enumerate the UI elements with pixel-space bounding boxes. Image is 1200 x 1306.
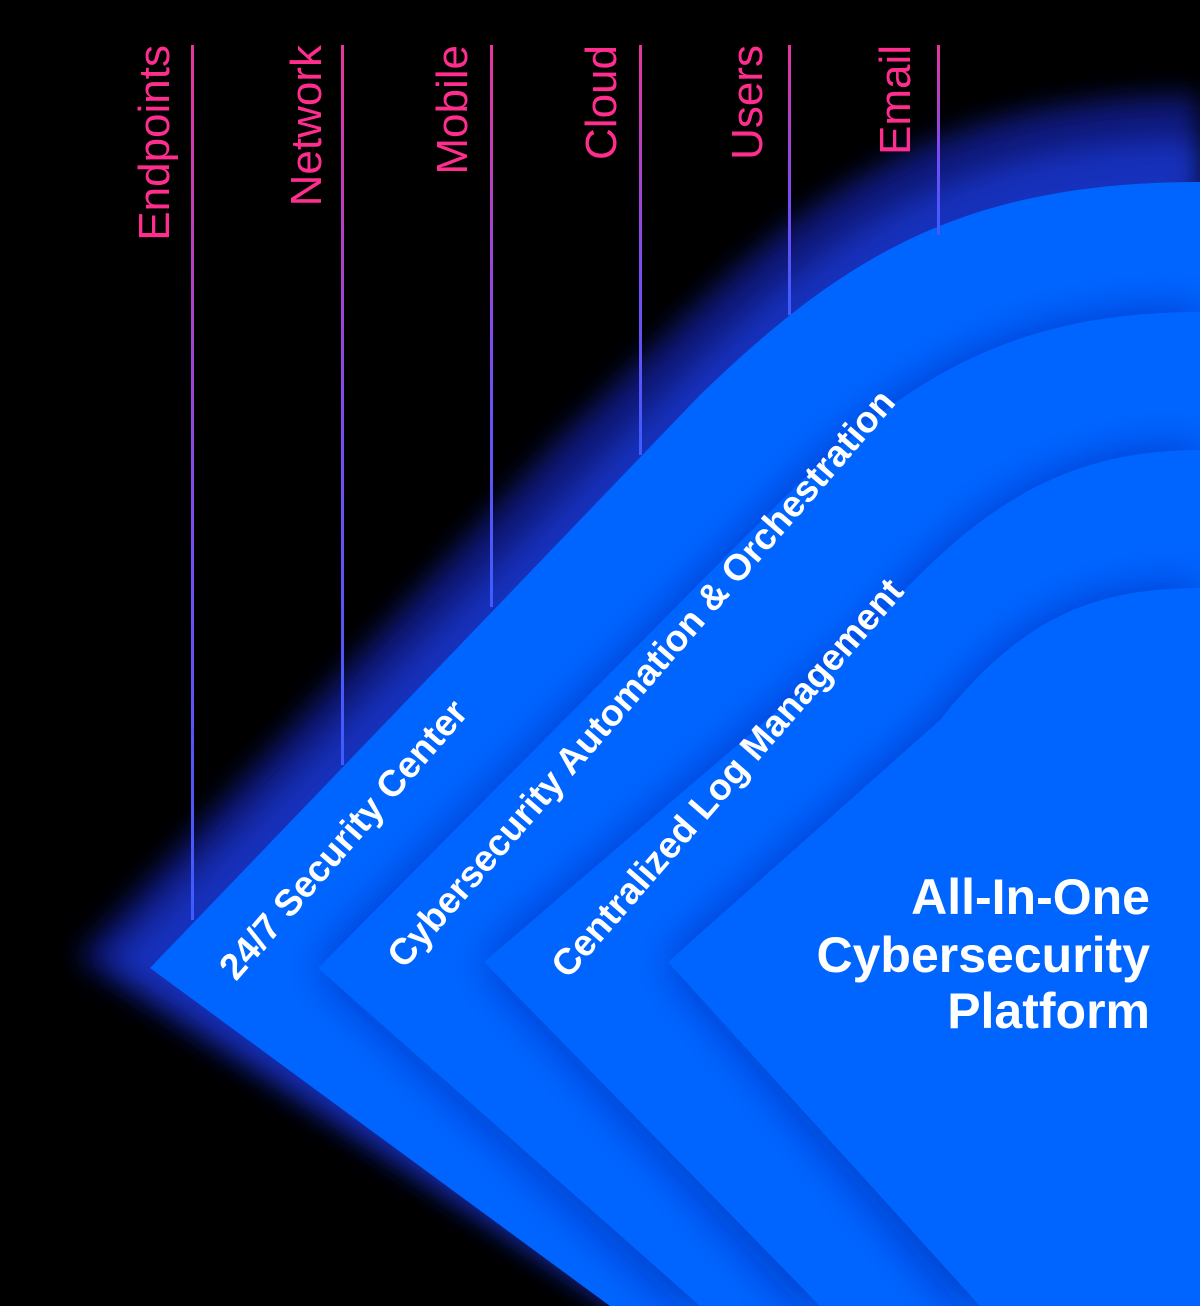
line-network xyxy=(341,45,344,765)
line-users xyxy=(788,45,791,315)
line-cloud xyxy=(639,45,642,455)
source-lines xyxy=(191,45,940,920)
source-label-endpoints: Endpoints xyxy=(130,45,179,241)
core-title: All-In-One Cybersecurity Platform xyxy=(817,869,1151,1039)
source-label-cloud: Cloud xyxy=(577,45,626,160)
source-label-network: Network xyxy=(282,44,331,206)
line-email xyxy=(937,45,940,235)
core-title-line-3: Platform xyxy=(947,983,1150,1039)
source-label-mobile: Mobile xyxy=(428,45,477,175)
line-mobile xyxy=(490,45,493,607)
core-title-line-1: All-In-One xyxy=(911,869,1150,925)
source-label-users: Users xyxy=(723,45,772,160)
source-label-email: Email xyxy=(871,45,920,155)
core-title-line-2: Cybersecurity xyxy=(817,927,1151,983)
line-endpoints xyxy=(191,45,194,920)
core-platform xyxy=(668,588,1200,1306)
source-labels: Endpoints Network Mobile Cloud Users Ema… xyxy=(130,44,920,241)
